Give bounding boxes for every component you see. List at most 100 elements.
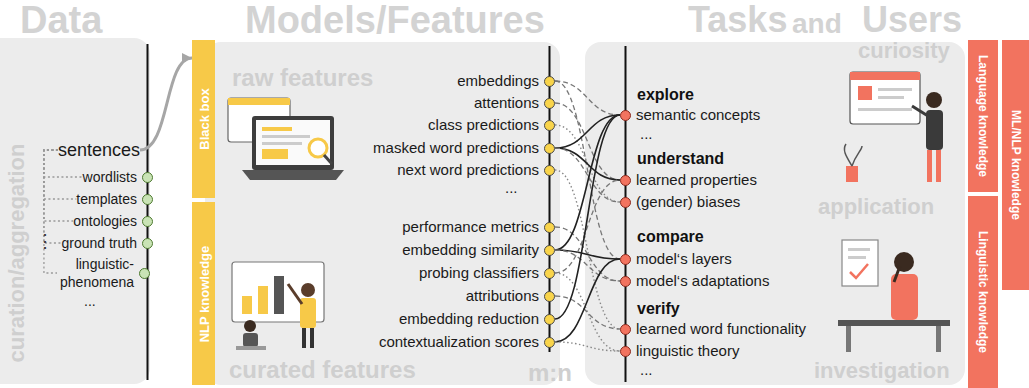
band-label: NLP knowledge (197, 245, 210, 342)
marker-dot (620, 276, 631, 287)
researcher-illustration (838, 240, 950, 352)
screen-line (878, 96, 904, 99)
item-label: embedding similarity (402, 241, 539, 259)
item-label: performance metrics (402, 218, 539, 236)
seat (236, 346, 266, 350)
panel-heading: Tasks (688, 2, 787, 38)
panel-watermark: curiosity (858, 40, 950, 62)
connector (555, 259, 620, 342)
band-label: Linguistic knowledge (977, 231, 989, 353)
team-illustration (232, 262, 324, 350)
person-body (243, 333, 258, 347)
ellipsis: ... (640, 126, 653, 143)
person-head (894, 252, 914, 272)
desk-leg (846, 326, 851, 352)
band-label: Language knowledge (977, 55, 989, 177)
task-heading: understand (637, 150, 724, 168)
connector (555, 227, 620, 281)
paper-sheet (842, 240, 878, 286)
knowledge-band: Black box (192, 40, 215, 198)
marker-dot (544, 268, 555, 279)
item-label: linguistic- phenomena (57, 255, 134, 291)
data-source-item: ground truth (62, 234, 154, 252)
chart-bar (242, 296, 252, 314)
marker-dot (544, 314, 555, 325)
marker-dot (544, 291, 555, 302)
item-label: sentences (58, 139, 140, 161)
axis-line (549, 46, 551, 352)
feature-item: embeddings (457, 72, 555, 90)
marker-dot (620, 346, 631, 357)
connector (555, 148, 620, 202)
marker-dot (620, 175, 631, 186)
display-line (262, 142, 302, 145)
chart-bar (258, 286, 268, 314)
screen-line (858, 108, 912, 111)
laptop-base (242, 170, 344, 180)
item-label: ontologies (73, 212, 137, 230)
connector (555, 170, 620, 329)
display-block (262, 149, 288, 159)
panel-side-label: curation/aggregation (6, 144, 28, 363)
item-label: wordlists (83, 168, 137, 186)
task-heading: compare (637, 228, 704, 246)
person-leg (927, 150, 932, 182)
item-label: embeddings (457, 72, 539, 90)
marker-dot (142, 172, 153, 183)
magnifier-handle (324, 155, 332, 164)
desk-top (838, 320, 950, 326)
knowledge-band: Language knowledge (968, 40, 998, 192)
item-label: masked word predictions (373, 139, 539, 157)
feature-item: class predictions (428, 116, 555, 134)
marker-dot (142, 238, 153, 249)
feature-item: embedding reduction (399, 310, 555, 328)
band-label: ML/NLP knowledge (1010, 110, 1022, 220)
chart-bar (274, 276, 284, 314)
relation-watermark: m:n (528, 360, 572, 386)
panel-heading: Data (20, 1, 102, 39)
display-line (262, 127, 292, 131)
connector (555, 125, 620, 202)
task-item: learned word functionality (620, 320, 806, 338)
plant-leaves (844, 144, 862, 166)
marker-dot (620, 254, 631, 265)
panel-ground (205, 42, 560, 385)
laptop-illustration (228, 98, 344, 180)
screen-icon (858, 86, 872, 100)
connector (44, 150, 73, 221)
panel-watermark: investigation (814, 360, 950, 382)
panel-ground (585, 42, 965, 385)
panel-watermark: application (818, 196, 934, 218)
person-arm (894, 266, 900, 282)
item-label: model‘s layers (636, 250, 732, 268)
marker-dot (620, 197, 631, 208)
item-label: model‘s adaptations (636, 272, 769, 290)
connector (555, 81, 620, 259)
item-label: ground truth (62, 234, 138, 252)
task-heading: explore (637, 86, 694, 104)
connector (44, 150, 58, 273)
desk-leg (936, 326, 941, 352)
ellipsis: ... (84, 294, 96, 309)
screen-bar (850, 72, 920, 80)
item-label: embedding reduction (399, 310, 539, 328)
item-label: attentions (474, 94, 539, 112)
marker-dot (544, 120, 555, 131)
connector (44, 150, 62, 243)
person-head (244, 320, 256, 332)
feature-item: attributions (466, 287, 555, 305)
ellipsis: ... (505, 180, 518, 197)
task-item: learned properties (620, 171, 757, 189)
feature-item: masked word predictions (373, 139, 555, 157)
panel: Models/Featuresraw featurescurated featu… (205, 42, 560, 385)
feature-item: probing classifiers (419, 264, 555, 282)
marker-dot (544, 143, 555, 154)
item-label: class predictions (428, 116, 539, 134)
task-heading: verify (637, 300, 680, 318)
data-source-item: ontologies (73, 212, 153, 230)
panel-watermark: curated features (229, 358, 416, 382)
item-label: next word predictions (397, 161, 539, 179)
connector (555, 250, 620, 281)
knowledge-band: Linguistic knowledge (968, 196, 998, 388)
person-leg (302, 328, 306, 348)
